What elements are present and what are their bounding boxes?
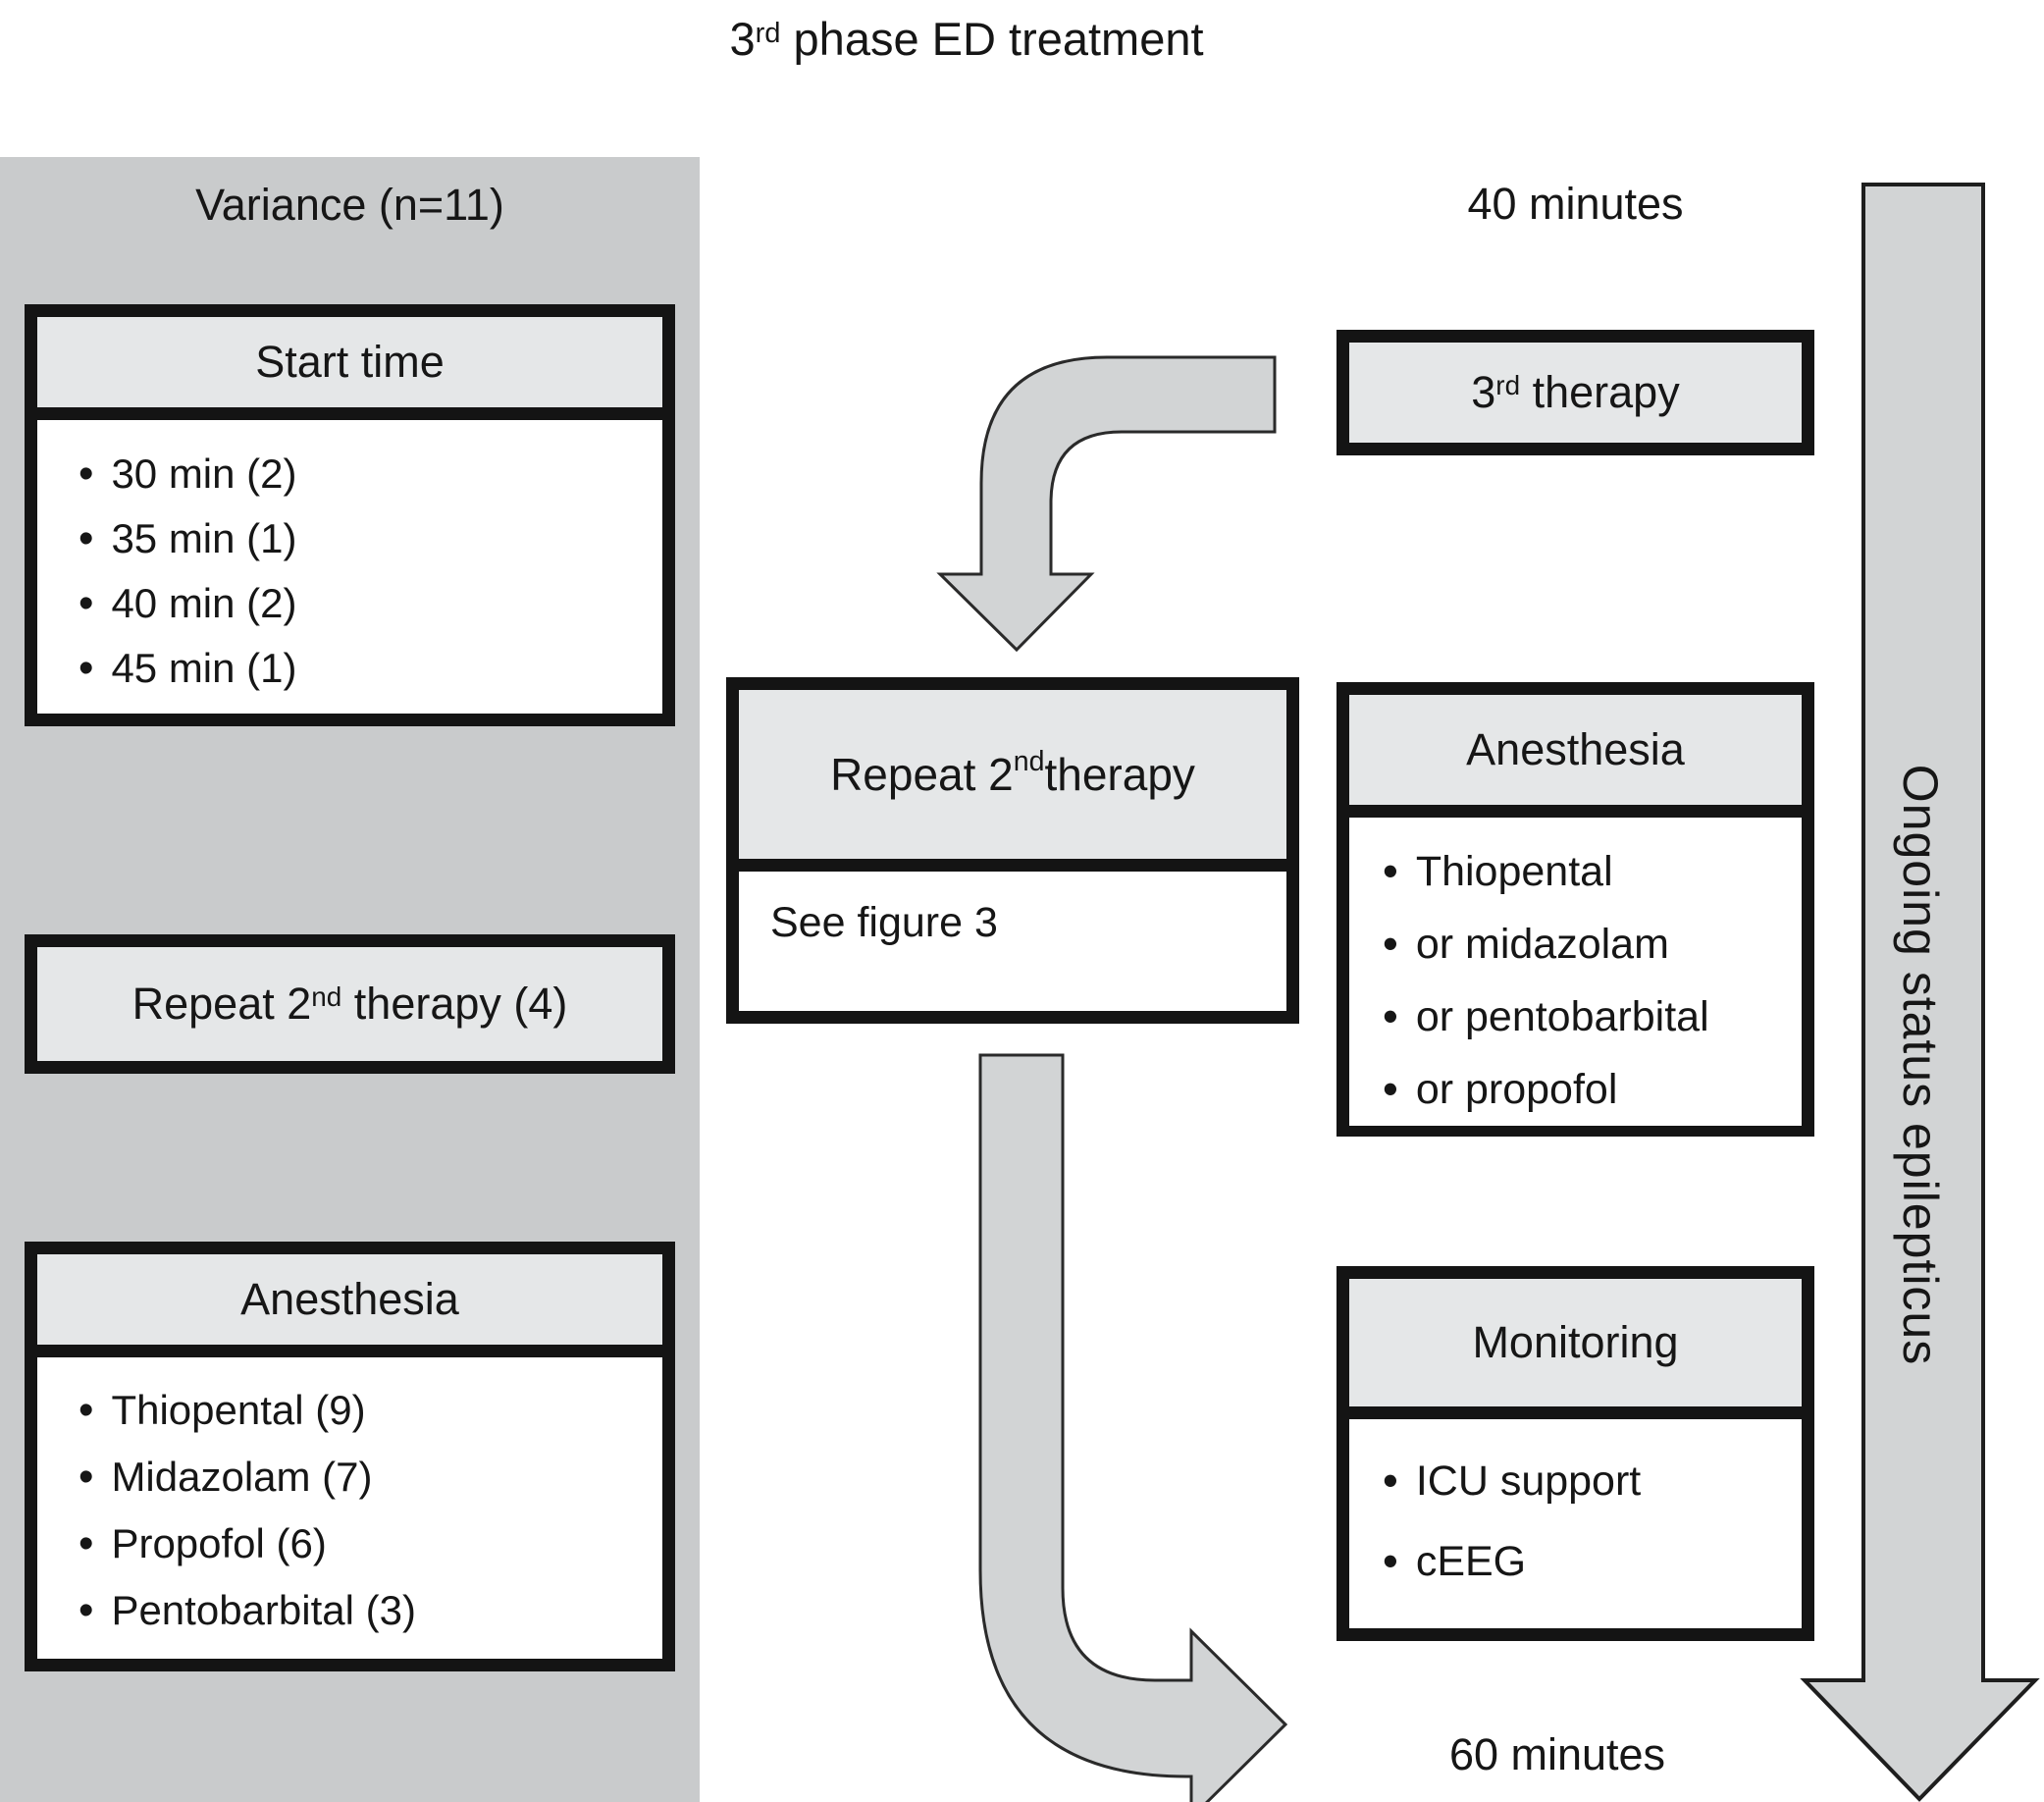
anesthesia-header: Anesthesia: [1349, 695, 1802, 818]
list-item: Propofol (6): [79, 1510, 653, 1577]
anesthesia-variance-header: Anesthesia: [37, 1254, 662, 1357]
repeat-second-therapy-body: See figure 3: [739, 872, 1286, 1011]
list-item: or pentobarbital: [1383, 980, 1802, 1053]
anesthesia-body: Thiopental or midazolam or pentobarbital…: [1349, 818, 1802, 1126]
third-therapy-label: 3rd therapy: [1471, 367, 1679, 418]
repeat-second-therapy-variance-box: Repeat 2nd therapy (4): [25, 934, 675, 1074]
monitoring-list: ICU support cEEG: [1383, 1441, 1802, 1602]
list-item: 40 min (2): [79, 571, 653, 636]
list-item: 45 min (1): [79, 636, 653, 701]
anesthesia-box: Anesthesia Thiopental or midazolam or pe…: [1336, 682, 1814, 1137]
list-item: 30 min (2): [79, 442, 653, 506]
header-base: Repeat 2: [830, 749, 1014, 800]
label-rest: therapy: [1520, 367, 1680, 417]
start-time-box: Start time 30 min (2) 35 min (1) 40 min …: [25, 304, 675, 726]
label-base: Repeat 2: [131, 979, 312, 1029]
start-time-header: Start time: [37, 317, 662, 420]
list-item: Thiopental (9): [79, 1377, 653, 1444]
anesthesia-list: Thiopental or midazolam or pentobarbital…: [1383, 835, 1802, 1126]
anesthesia-variance-body: Thiopental (9) Midazolam (7) Propofol (6…: [37, 1357, 662, 1659]
start-time-body: 30 min (2) 35 min (1) 40 min (2) 45 min …: [37, 420, 662, 714]
variance-panel-title: Variance (n=11): [195, 180, 504, 230]
list-item: Pentobarbital (3): [79, 1577, 653, 1644]
list-item: Thiopental: [1383, 835, 1802, 908]
header-rest: therapy: [1044, 749, 1195, 800]
anesthesia-variance-box: Anesthesia Thiopental (9) Midazolam (7) …: [25, 1242, 675, 1671]
arrow-repeat-down-right: [978, 1053, 1288, 1802]
list-item: or midazolam: [1383, 908, 1802, 980]
label-rest: therapy (4): [341, 979, 568, 1029]
monitoring-header: Monitoring: [1349, 1279, 1802, 1419]
third-therapy-box: 3rd therapy: [1336, 330, 1814, 455]
title-superscript: rd: [755, 17, 781, 49]
arrow-third-to-repeat: [936, 355, 1277, 653]
monitoring-body: ICU support cEEG: [1349, 1419, 1802, 1628]
label-superscript: rd: [1495, 370, 1521, 401]
title-rest: phase ED treatment: [780, 13, 1204, 65]
ongoing-status-arrow-label: Ongoing status epilepticus: [1893, 764, 1948, 1366]
timeline-40-minutes-label: 40 minutes: [1467, 179, 1684, 229]
start-time-list: 30 min (2) 35 min (1) 40 min (2) 45 min …: [79, 442, 653, 701]
timeline-60-minutes-label: 60 minutes: [1448, 1729, 1666, 1779]
title-base: 3: [729, 13, 756, 65]
anesthesia-variance-list: Thiopental (9) Midazolam (7) Propofol (6…: [79, 1377, 653, 1644]
list-item: ICU support: [1383, 1441, 1802, 1521]
page-title: 3rd phase ED treatment: [0, 12, 1933, 66]
monitoring-box: Monitoring ICU support cEEG: [1336, 1266, 1814, 1641]
label-base: 3: [1471, 367, 1496, 417]
label-superscript: nd: [311, 981, 342, 1013]
repeat-second-therapy-variance-label: Repeat 2nd therapy (4): [132, 979, 568, 1030]
list-item: cEEG: [1383, 1521, 1802, 1602]
list-item: 35 min (1): [79, 506, 653, 571]
list-item: Midazolam (7): [79, 1444, 653, 1510]
list-item: or propofol: [1383, 1053, 1802, 1126]
